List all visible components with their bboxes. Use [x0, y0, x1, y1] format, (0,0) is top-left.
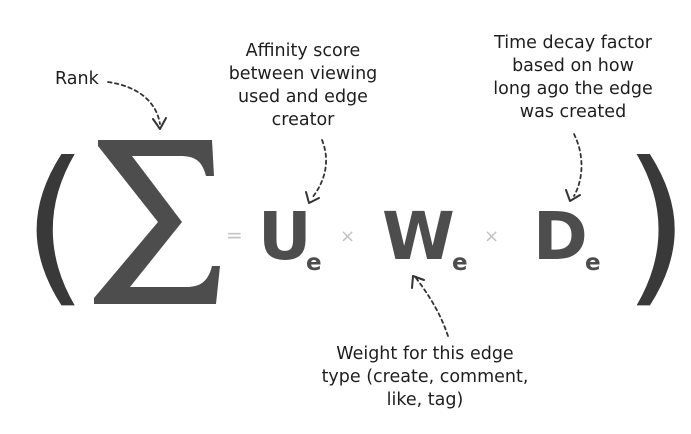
weight-label: Weight for this edge type (create, comme… [302, 343, 548, 412]
term-d-subscript: e [585, 250, 601, 276]
open-paren: ( [22, 126, 88, 324]
term-w-letter: W [382, 198, 455, 275]
rank-label-line: Rank [55, 69, 99, 89]
affinity-label-line: creator [271, 110, 335, 130]
affinity-label-line: Affinity score [245, 41, 361, 61]
term-d-letter: D [533, 198, 588, 275]
decay-label: Time decay factor based on how long ago … [478, 32, 668, 124]
rank-label: Rank [55, 68, 99, 91]
affinity-label-line: used and edge [238, 87, 368, 107]
weight-label-line: like, tag) [386, 390, 464, 410]
term-w-subscript: e [452, 250, 468, 276]
weight-arrow [411, 275, 449, 337]
decay-arrow [565, 133, 583, 202]
times-sign-1: × [340, 226, 355, 247]
equals-sign: = [226, 223, 243, 247]
decay-label-line: Time decay factor [494, 33, 652, 53]
term-u-letter: U [258, 198, 312, 275]
times-sign-2: × [484, 226, 499, 247]
term-u-subscript: e [306, 250, 322, 276]
weight-label-line: Weight for this edge [336, 344, 514, 364]
weight-label-line: type (create, comment, [321, 367, 529, 387]
affinity-label: Affinity score between viewing used and … [208, 40, 398, 132]
affinity-arrow [305, 139, 327, 204]
decay-label-line: was created [519, 102, 627, 122]
decay-label-line: long ago the edge [493, 79, 653, 99]
sum-symbol [94, 140, 220, 304]
rank-arrow [107, 81, 167, 130]
decay-label-line: based on how [512, 56, 634, 76]
affinity-label-line: between viewing [228, 64, 378, 84]
close-paren: ) [623, 126, 689, 324]
